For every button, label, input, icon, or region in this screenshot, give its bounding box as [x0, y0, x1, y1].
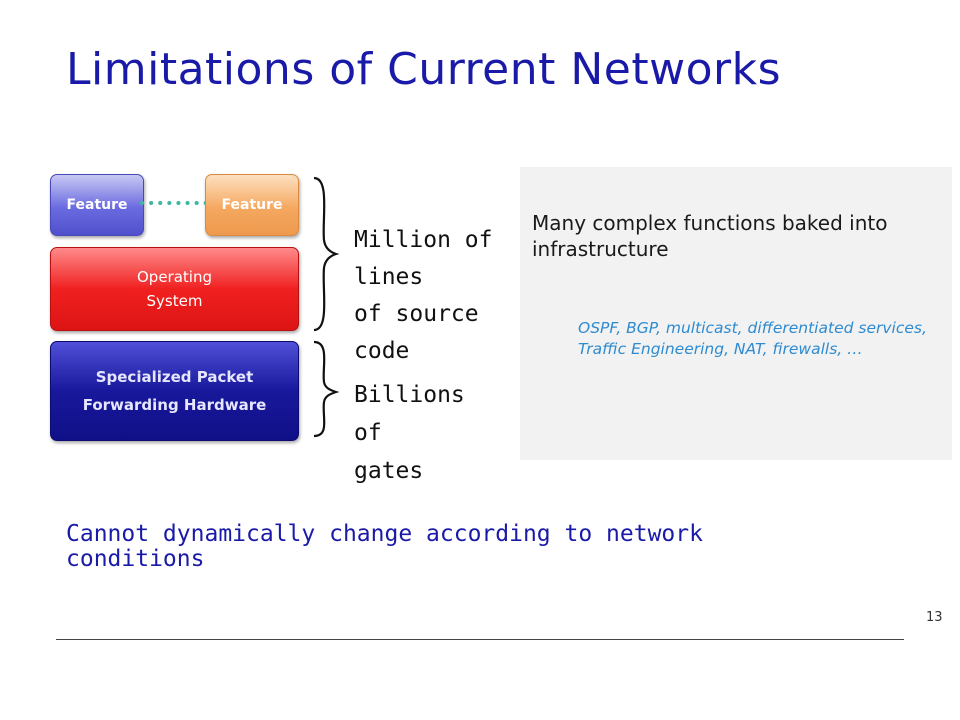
- billions-gates-note: Billions of gates: [354, 376, 504, 490]
- page-number: 13: [926, 610, 943, 625]
- hw-label-line1: Specialized Packet: [95, 368, 254, 386]
- lower-brace-icon: [313, 340, 340, 438]
- brace-icons: [313, 176, 340, 438]
- feature-box-left: Feature: [50, 174, 144, 236]
- dotted-connector: [140, 201, 210, 205]
- billions-line-1: Billions of: [354, 382, 465, 446]
- million-line-3: of source: [354, 301, 479, 327]
- panel-main-text: Many complex functions baked into infras…: [532, 211, 888, 261]
- million-lines-note: Million of lines of source code: [354, 222, 504, 370]
- upper-brace-icon: [313, 176, 340, 332]
- footer-divider: [56, 639, 904, 640]
- feature-left-label: Feature: [66, 197, 128, 213]
- operating-system-box: Operating System: [50, 247, 299, 331]
- million-line-1: Million of: [354, 227, 493, 253]
- os-label-line1: Operating: [137, 268, 212, 286]
- million-line-4: code: [354, 338, 410, 364]
- hardware-box: Specialized Packet Forwarding Hardware: [50, 341, 299, 441]
- hw-label-line2: Forwarding Hardware: [82, 396, 267, 414]
- panel-sub-text: OSPF, BGP, multicast, differentiated ser…: [578, 319, 927, 358]
- info-panel: [520, 167, 952, 460]
- feature-box-right: Feature: [205, 174, 299, 236]
- feature-right-label: Feature: [221, 197, 283, 213]
- million-line-2: lines: [354, 264, 424, 290]
- os-label-line2: System: [146, 292, 203, 310]
- slide-title: Limitations of Current Networks: [66, 44, 782, 95]
- bottom-note: Cannot dynamically change according to n…: [66, 521, 703, 572]
- billions-line-2: gates: [354, 458, 424, 484]
